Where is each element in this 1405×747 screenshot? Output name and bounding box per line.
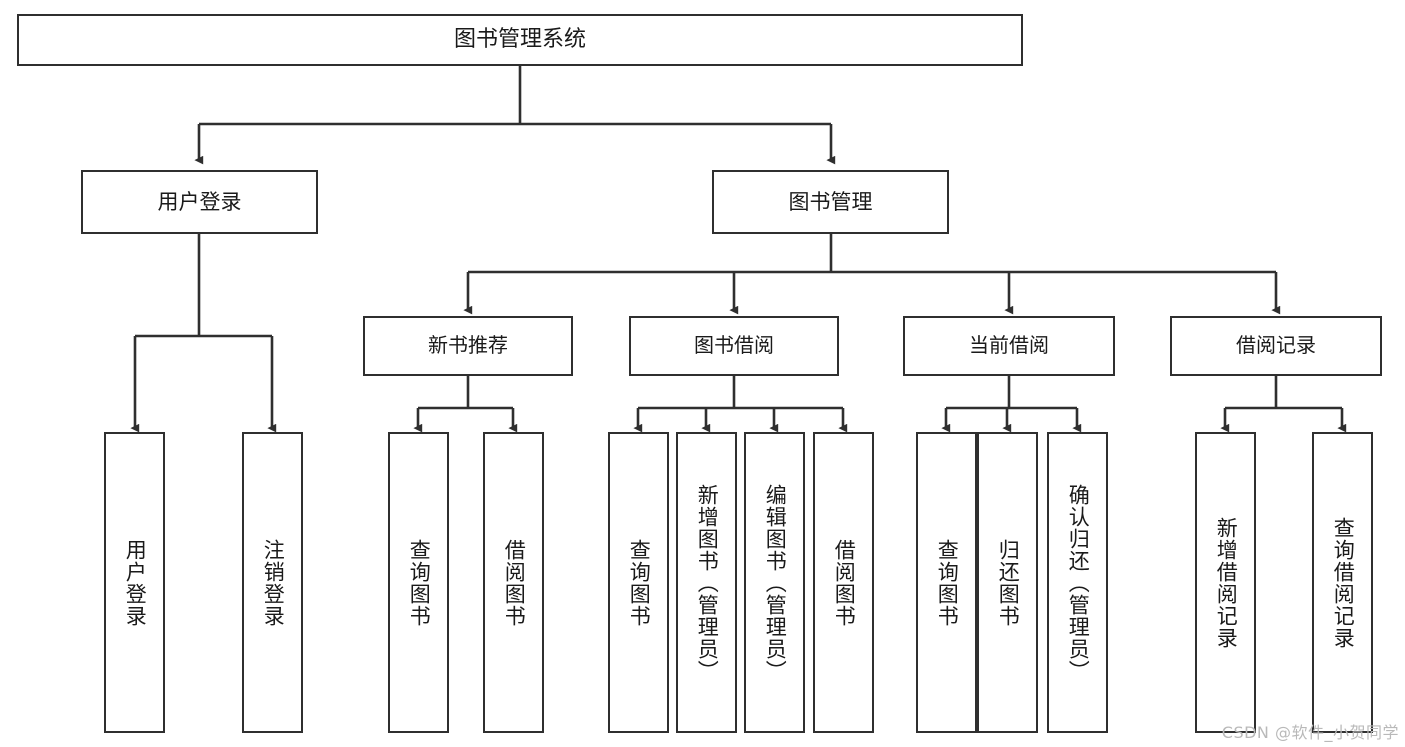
node-label: 查询图书: [407, 538, 432, 627]
node-leaf-query-book-borrow[interactable]: 查询图书: [608, 432, 669, 733]
node-label: 新增借阅记录: [1214, 516, 1239, 649]
node-leaf-query-book-current[interactable]: 查询图书: [916, 432, 977, 733]
node-current-borrow[interactable]: 当前借阅: [903, 316, 1115, 376]
node-borrow-record[interactable]: 借阅记录: [1170, 316, 1382, 376]
node-book-management[interactable]: 图书管理: [712, 170, 949, 234]
node-label: 借阅记录: [1236, 333, 1316, 358]
node-leaf-user-login[interactable]: 用户登录: [104, 432, 165, 733]
node-leaf-add-book[interactable]: 新增图书（管理员）: [676, 432, 737, 733]
node-new-book-recommend[interactable]: 新书推荐: [363, 316, 573, 376]
node-leaf-return-book[interactable]: 归还图书: [977, 432, 1038, 733]
node-leaf-borrow-book[interactable]: 借阅图书: [813, 432, 874, 733]
node-label: 查询图书: [627, 538, 652, 627]
node-label: 用户登录: [157, 189, 242, 214]
node-label: 查询图书: [935, 538, 960, 627]
node-label: 借阅图书: [832, 538, 857, 627]
node-leaf-add-borrow-record[interactable]: 新增借阅记录: [1195, 432, 1256, 733]
node-leaf-user-logout[interactable]: 注销登录: [242, 432, 303, 733]
node-leaf-edit-book[interactable]: 编辑图书（管理员）: [744, 432, 805, 733]
node-label: 图书管理系统: [453, 27, 586, 53]
node-label: 查询借阅记录: [1331, 516, 1356, 649]
node-leaf-borrow-book-recommend[interactable]: 借阅图书: [483, 432, 544, 733]
node-label: 新书推荐: [428, 333, 508, 358]
node-label: 图书管理: [788, 189, 873, 214]
node-leaf-confirm-return[interactable]: 确认归还（管理员）: [1047, 432, 1108, 733]
node-label: 注销登录: [261, 538, 286, 627]
node-label: 图书借阅: [694, 333, 774, 358]
node-label: 编辑图书（管理员）: [763, 483, 788, 682]
node-book-borrow[interactable]: 图书借阅: [629, 316, 839, 376]
node-leaf-query-borrow-record[interactable]: 查询借阅记录: [1312, 432, 1373, 733]
node-label: 当前借阅: [969, 333, 1049, 358]
node-leaf-query-book-recommend[interactable]: 查询图书: [388, 432, 449, 733]
node-user-login[interactable]: 用户登录: [81, 170, 318, 234]
node-label: 归还图书: [996, 538, 1021, 627]
node-label: 借阅图书: [502, 538, 527, 627]
node-label: 确认归还（管理员）: [1066, 483, 1091, 682]
node-label: 新增图书（管理员）: [695, 483, 720, 682]
node-label: 用户登录: [123, 538, 148, 627]
node-root-system[interactable]: 图书管理系统: [17, 14, 1023, 66]
